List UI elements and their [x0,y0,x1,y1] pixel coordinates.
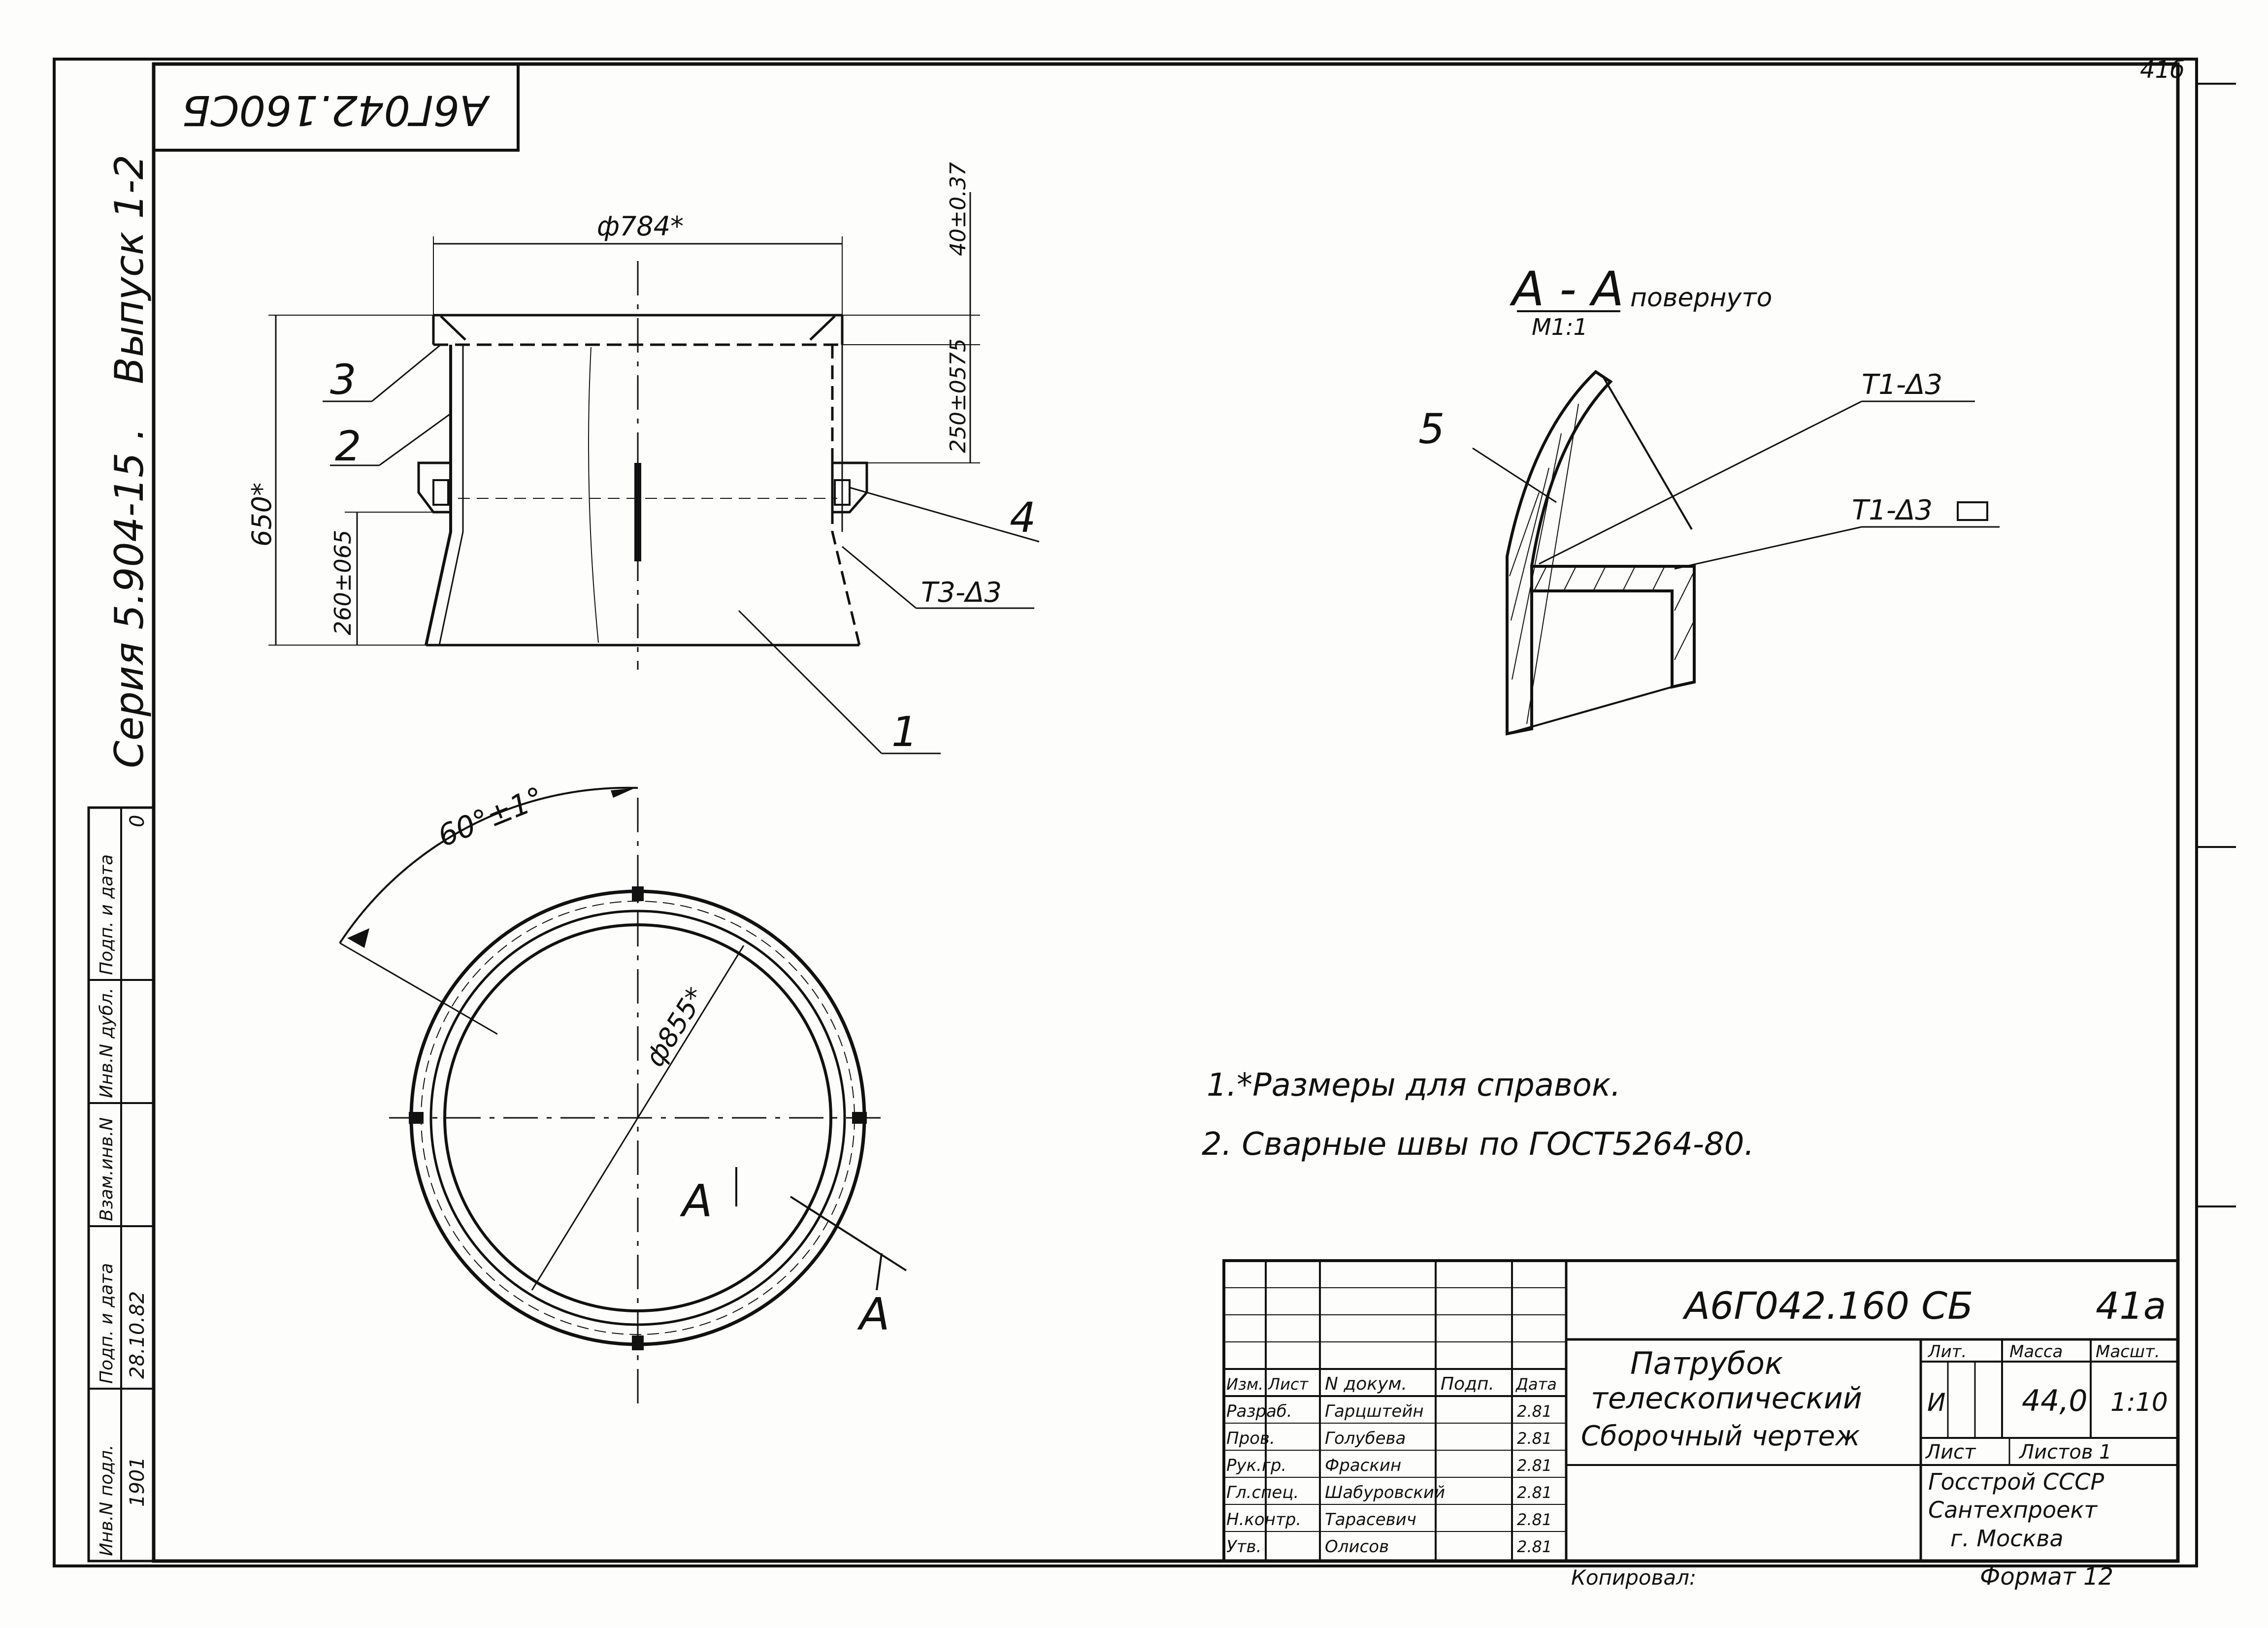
role-date: 2.81 [1517,1429,1552,1448]
role-name: Тарасевич [1325,1510,1416,1530]
strip-label: Инв.N дубл. [97,988,117,1098]
title-code: А6Г042.160 СБ [1682,1284,1973,1328]
strip-label: Инв.N подл. [97,1445,117,1556]
role-label: Гл.спец. [1226,1483,1299,1502]
copied-label: Копировал: [1571,1565,1696,1590]
role-name: Фраскин [1325,1456,1401,1475]
section-cut [789,1196,907,1271]
bracket-left [417,461,452,514]
note-1: 1.*Размеры для справок. [1207,1067,1621,1104]
lit-label: Лит. [1927,1342,1967,1362]
dim-middle: 250±0575 [946,338,971,453]
strip-value: 28.10.82 [126,1291,149,1379]
col-header: Лист [1268,1375,1309,1394]
section-wing [1506,370,1613,736]
weld-label-1: Т1-Δ3 [1862,369,1942,401]
mass-value: 44,0 [2022,1384,2088,1418]
dim-diameter-line [531,945,745,1291]
seam-line [588,347,599,643]
dim-lower: 260±065 [329,530,356,635]
title-name-line: Патрубок [1630,1345,1783,1381]
role-name: Голубева [1325,1429,1406,1448]
rotated-code: А6Г042.160СБ [182,86,490,134]
col-header: Изм. [1226,1375,1263,1394]
role-label: Пров. [1226,1429,1275,1448]
col-header: Подп. [1441,1374,1494,1394]
scale-value: 1:10 [2110,1388,2168,1417]
title-name-line: телескопический [1591,1381,1862,1416]
body-wall-right [831,345,861,646]
section-mark-a: А [857,1289,890,1340]
code-box [152,63,520,152]
section-angle [1530,565,1696,689]
mass-label: Масса [2009,1342,2063,1362]
part-label-3: 3 [330,356,356,404]
angle-label: 60°±1° [433,781,549,854]
role-name: Шабуровский [1325,1483,1445,1502]
slot [634,463,641,561]
role-name: Гарцштейн [1325,1401,1424,1421]
part-label-4: 4 [1010,493,1036,542]
title-sheet-no: 41а [2096,1284,2166,1328]
role-date: 2.81 [1517,1537,1552,1556]
strip-label: Взам.инв.N [97,1117,117,1221]
strip-label: Подп. и дата [97,854,117,975]
title-name-line: Сборочный чертеж [1581,1420,1860,1452]
issue-label: Выпуск 1-2 [106,155,152,384]
body-wall-left [425,345,452,646]
section-scale: М1:1 [1532,314,1588,340]
org-line: Госстрой СССР [1928,1468,2104,1495]
part-label-5: 5 [1418,405,1445,453]
strip-label: Подп. и дата [97,1263,117,1384]
angle-arc [339,786,638,944]
col-header: N докум. [1325,1374,1407,1394]
section-mark-a: А [680,1175,713,1227]
sheets-label: Листов 1 [2018,1441,2112,1464]
section-rotated: повернуто [1630,283,1772,313]
lit-value: И [1927,1388,1945,1417]
section-aa: А - А повернуто М1:1 5 Т1-Δ3 Т1-Δ3 [1418,261,2000,736]
corner-mark: 41б [2140,56,2185,84]
dim-diameter-plan: ф855* [639,982,712,1072]
sheet-label: Лист [1925,1441,1976,1464]
role-date: 2.81 [1517,1456,1552,1475]
series-label: Серия 5.904-15 . [106,427,152,768]
org-line: г. Москва [1950,1525,2064,1552]
title-block: Изм. Лист N докум. Подп. Дата Разраб. Га… [1222,1259,2179,1563]
role-label: Утв. [1226,1537,1261,1557]
front-view: ф784* 650* 260±065 40±0.37 250±0575 3 2 … [246,162,1040,756]
weld-symbol [1957,501,1988,521]
bracket-right [831,461,868,514]
role-name: Олисов [1325,1537,1389,1557]
role-label: Разраб. [1226,1401,1292,1421]
part-label-2: 2 [335,422,361,470]
scale-label: Масшт. [2096,1342,2160,1362]
part-label-1: 1 [891,708,918,756]
role-date: 2.81 [1517,1402,1552,1421]
role-label: Н.контр. [1226,1510,1301,1530]
format-label: Формат 12 [1980,1563,2113,1591]
note-2: 2. Сварные швы по ГОСТ5264-80. [1202,1126,1754,1163]
weld-label-2: Т1-Δ3 [1852,494,1933,526]
section-title: А - А [1509,261,1624,317]
dim-height: 650* [246,483,277,547]
weld-label: Т3-Δ3 [921,577,1002,609]
dim-top: 40±0.37 [946,162,971,256]
strip-value: 1901 [126,1457,149,1507]
org-line: Сантехпроект [1928,1497,2098,1523]
role-label: Рук.гр. [1226,1456,1286,1475]
col-header: Дата [1515,1375,1557,1394]
plan-view: ф855* 60°±1° А А [339,781,907,1403]
dim-diameter-top: ф784* [597,211,684,242]
outer-frame [53,58,2198,1567]
role-date: 2.81 [1517,1483,1552,1502]
role-date: 2.81 [1517,1510,1552,1529]
strip-value: 0 [126,815,149,827]
